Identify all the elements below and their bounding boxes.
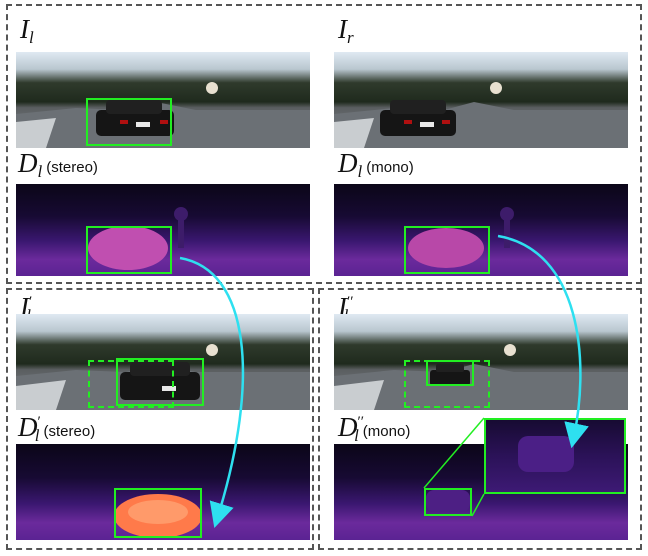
car-box-depth-mono: [404, 226, 490, 274]
frame-stereo-augmented: [6, 288, 314, 550]
frame-original: [6, 4, 642, 284]
car-icon: [96, 100, 174, 136]
frame-mono-augmented: [318, 288, 642, 550]
augmented-car-box: [116, 358, 204, 406]
car-icon: [380, 100, 456, 136]
depth-left-mono: [334, 184, 628, 276]
scene-il: [16, 82, 310, 148]
label-dl-double-prime-mono: D′′l(mono): [338, 412, 411, 445]
depth-scene-stereo: [88, 207, 188, 270]
car-icon: [430, 364, 470, 386]
car-box-depth-mono-augmented: [424, 488, 472, 516]
label-ir: Ir: [338, 14, 354, 47]
depth-scene-il-double-prime: [426, 490, 470, 512]
scene-ir: [334, 82, 628, 148]
car-box-depth-stereo-augmented: [114, 488, 202, 538]
label-dl-prime-stereo: D′l(stereo): [18, 412, 96, 445]
label-il: Il: [20, 14, 34, 47]
car-box-il: [86, 98, 172, 146]
image-left-augmented-mono: [334, 314, 628, 410]
original-car-box-dashed: [88, 360, 174, 408]
augmented-car-box: [426, 360, 474, 386]
label-dl-mono: Dl(mono): [338, 148, 414, 181]
zoom-inset-mono: [484, 418, 626, 494]
zoom-inset-scene: [518, 436, 574, 472]
label-dl-stereo: Dl(stereo): [18, 148, 98, 181]
depth-left-augmented-stereo: [16, 444, 310, 540]
image-right-original: [334, 52, 628, 148]
car-box-depth-stereo: [86, 226, 172, 274]
zoom-inset-border: [484, 418, 626, 494]
image-left-augmented-stereo: [16, 314, 310, 410]
depth-scene-mono: [408, 207, 514, 268]
image-left-original: [16, 52, 310, 148]
depth-left-stereo: [16, 184, 310, 276]
